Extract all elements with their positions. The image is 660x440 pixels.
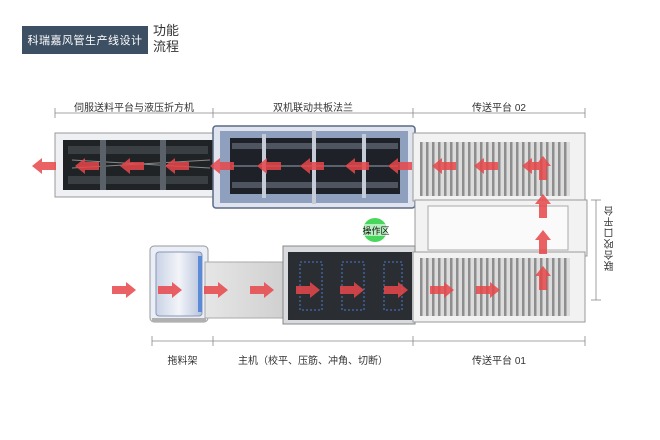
label-flange: 双机联动共板法兰 <box>273 103 353 114</box>
flow-arrow-icon <box>210 158 234 174</box>
flow-arrow-icon <box>75 158 99 174</box>
flow-arrow-icon <box>535 230 551 254</box>
section-title-line2: 流程 <box>153 39 180 54</box>
flow-arrow-icon <box>158 282 182 298</box>
operation-zone-badge <box>360 218 392 242</box>
section-title-line1: 功能 <box>153 23 180 38</box>
flow-arrow-icon <box>430 282 454 298</box>
main-machine <box>282 245 416 325</box>
seaming-platform <box>414 199 588 257</box>
flow-arrow-icon <box>535 194 551 218</box>
label-conveyor-01: 传送平台 01 <box>472 356 526 367</box>
flow-arrow-icon <box>250 282 274 298</box>
flow-arrow-icon <box>300 158 324 174</box>
project-title: 科瑞嘉风管生产线设计 <box>22 26 148 54</box>
label-conveyor-02: 传送平台 02 <box>472 103 526 114</box>
flow-arrow-icon <box>535 266 551 290</box>
flow-arrow-icon <box>112 282 136 298</box>
side-dimension-line <box>591 199 601 301</box>
label-seaming-platform: 联合咬口平台 <box>605 205 616 271</box>
top-dimension-lines <box>54 108 586 118</box>
flow-arrows <box>32 156 551 298</box>
label-uncoiler: 拖料架 <box>167 356 198 367</box>
flow-arrow-icon <box>474 158 498 174</box>
flow-arrow-icon <box>384 282 408 298</box>
flow-arrow-icon <box>340 282 364 298</box>
flow-arrow-icon <box>165 158 189 174</box>
flow-arrow-icon <box>296 282 320 298</box>
bottom-dimension-lines <box>151 336 586 346</box>
label-operation-zone: 操作区 <box>362 226 390 236</box>
flow-arrow-icon <box>32 158 56 174</box>
section-title: 功能 流程 <box>153 23 179 55</box>
label-feed-folding: 伺服送料平台与液压折方机 <box>74 103 194 114</box>
flow-arrow-icon <box>120 158 144 174</box>
flow-arrow-icon <box>257 158 281 174</box>
flow-arrow-icon <box>535 156 551 180</box>
dual-flange-machine <box>212 125 416 209</box>
flow-arrow-icon <box>432 158 456 174</box>
conveyor-platform-02 <box>412 132 586 202</box>
label-main-machine: 主机（校平、压筋、冲角、切断） <box>238 356 388 367</box>
flow-arrow-icon <box>204 282 228 298</box>
uncoiler-stand <box>149 245 209 323</box>
flow-arrow-icon <box>345 158 369 174</box>
flow-arrow-icon <box>476 282 500 298</box>
flow-arrow-icon <box>388 158 412 174</box>
